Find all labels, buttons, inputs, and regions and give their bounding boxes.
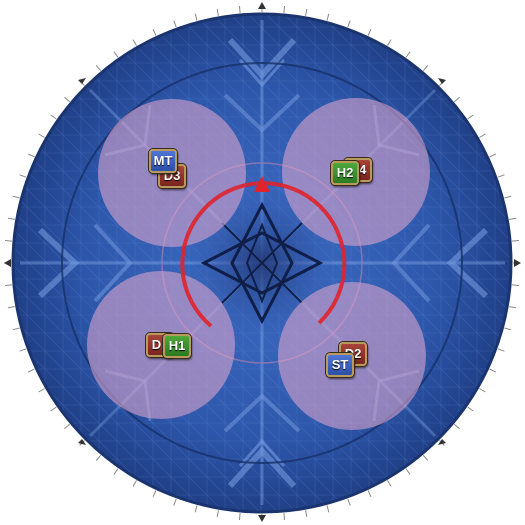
- edge-tick: [194, 505, 198, 513]
- edge-tick: [283, 512, 285, 521]
- edge-tick: [194, 13, 198, 21]
- edge-tick: [504, 195, 512, 199]
- edge-tick: [95, 65, 102, 72]
- edge-tick: [504, 327, 512, 331]
- edge-tick: [19, 174, 27, 178]
- edge-tick: [511, 240, 520, 242]
- arena-rim: [11, 12, 513, 514]
- boss-facing-arrow: [254, 176, 270, 192]
- edge-tick: [50, 406, 57, 412]
- edge-tick: [347, 498, 351, 506]
- edge-tick: [64, 96, 71, 103]
- edge-tick: [95, 454, 102, 461]
- edge-tick: [305, 510, 308, 518]
- edge-tick: [173, 498, 177, 506]
- edge-tick: [38, 388, 45, 393]
- inner-guide-ring: [161, 162, 363, 364]
- edge-tick: [239, 512, 241, 521]
- edge-tick: [4, 240, 13, 242]
- edge-tick: [38, 133, 45, 138]
- edge-tick: [497, 174, 505, 178]
- edge-tick: [367, 490, 372, 498]
- edge-tick: [173, 20, 177, 28]
- edge-tick: [387, 480, 392, 487]
- edge-tick: [113, 51, 119, 58]
- edge-tick: [326, 505, 330, 513]
- center-emblem: [200, 201, 324, 325]
- edge-tick: [132, 39, 137, 46]
- edge-tick: [239, 5, 241, 14]
- edge-tick: [7, 306, 15, 309]
- edge-tick: [50, 114, 57, 120]
- edge-tick: [132, 480, 137, 487]
- outer-guide-ring: [61, 62, 463, 464]
- edge-tick: [479, 388, 486, 393]
- edge-tick: [467, 406, 474, 412]
- compass-marker-northwest: [78, 78, 86, 84]
- edge-tick: [422, 454, 429, 461]
- edge-tick: [4, 284, 13, 286]
- edge-tick: [305, 8, 308, 16]
- edge-tick: [489, 368, 497, 373]
- edge-tick: [489, 153, 497, 158]
- edge-tick: [326, 13, 330, 21]
- edge-tick: [113, 468, 119, 475]
- edge-tick: [64, 423, 71, 430]
- edge-tick: [283, 5, 285, 14]
- compass-marker-east: [514, 259, 521, 267]
- edge-tick: [12, 195, 20, 199]
- edge-tick: [453, 96, 460, 103]
- edge-tick: [467, 114, 474, 120]
- edge-tick: [497, 348, 505, 352]
- compass-marker-west: [4, 259, 11, 267]
- edge-tick: [479, 133, 486, 138]
- edge-tick: [509, 306, 517, 309]
- edge-tick: [7, 217, 15, 220]
- party-marker-mt[interactable]: MT: [149, 149, 177, 173]
- edge-tick: [19, 348, 27, 352]
- compass-marker-north: [258, 2, 266, 9]
- edge-tick: [152, 28, 157, 36]
- edge-tick: [216, 8, 219, 16]
- edge-tick: [216, 510, 219, 518]
- compass-marker-south: [258, 515, 266, 522]
- edge-tick: [453, 423, 460, 430]
- edge-tick: [367, 28, 372, 36]
- edge-tick: [12, 327, 20, 331]
- edge-tick: [27, 153, 35, 158]
- compass-marker-northeast: [438, 78, 446, 84]
- party-marker-st[interactable]: ST: [326, 353, 354, 377]
- edge-tick: [509, 217, 517, 220]
- compass-marker-southwest: [78, 439, 86, 445]
- compass-marker-southeast: [438, 439, 446, 445]
- edge-tick: [152, 490, 157, 498]
- edge-tick: [387, 39, 392, 46]
- edge-tick: [511, 284, 520, 286]
- party-marker-h1[interactable]: H1: [163, 334, 191, 358]
- edge-tick: [405, 468, 411, 475]
- edge-tick: [347, 20, 351, 28]
- edge-tick: [27, 368, 35, 373]
- edge-tick: [405, 51, 411, 58]
- edge-tick: [422, 65, 429, 72]
- party-marker-h2[interactable]: H2: [331, 161, 359, 185]
